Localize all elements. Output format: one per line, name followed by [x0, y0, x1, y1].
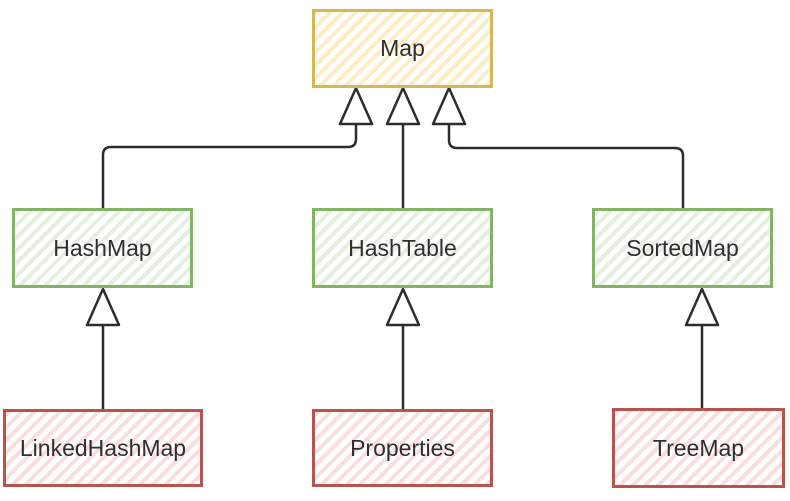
node-properties-label: Properties: [350, 434, 455, 461]
node-treemap[interactable]: TreeMap: [612, 408, 785, 488]
edge-linkedhashmap-to-hashmap[interactable]: [85, 287, 121, 409]
edge-properties-to-hashtable[interactable]: [385, 287, 421, 409]
inheritance-arrowhead: [385, 287, 421, 327]
node-hashmap-label: HashMap: [53, 234, 152, 261]
inheritance-arrowhead: [431, 86, 467, 126]
node-treemap-label: TreeMap: [652, 434, 745, 461]
node-hashtable[interactable]: HashTable: [312, 208, 493, 288]
node-map[interactable]: Map: [312, 9, 493, 88]
inheritance-arrowhead: [85, 287, 121, 327]
inheritance-arrowhead: [338, 86, 374, 126]
node-hashtable-label: HashTable: [348, 234, 457, 261]
edge-treemap-to-sortedmap[interactable]: [684, 287, 720, 408]
node-sortedmap[interactable]: SortedMap: [592, 208, 773, 288]
node-linkedhashmap[interactable]: LinkedHashMap: [3, 409, 203, 487]
edge-hashmap-to-map[interactable]: [101, 86, 374, 208]
node-properties[interactable]: Properties: [312, 409, 493, 487]
node-map-label: Map: [380, 35, 425, 61]
edge-hashtable-to-map[interactable]: [385, 86, 421, 208]
node-sortedmap-label: SortedMap: [626, 234, 739, 261]
node-hashmap[interactable]: HashMap: [12, 208, 193, 288]
node-linkedhashmap-label: LinkedHashMap: [19, 434, 187, 461]
inheritance-arrowhead: [385, 86, 421, 126]
inheritance-arrowhead: [684, 287, 720, 327]
edge-sortedmap-to-map[interactable]: [431, 86, 685, 208]
